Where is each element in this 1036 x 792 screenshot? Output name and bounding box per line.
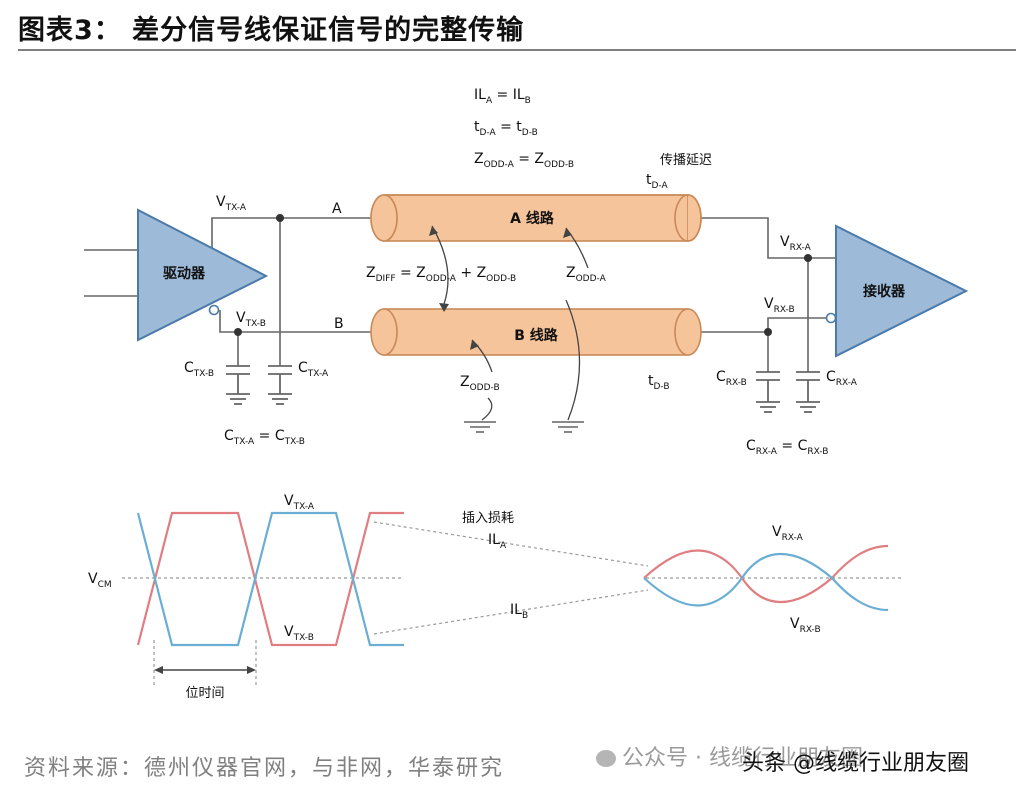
vtx-a-wave-label: VTX-A bbox=[284, 493, 315, 512]
vcm-label: VCM bbox=[88, 571, 112, 590]
vrx-a-wave-label: VRX-A bbox=[772, 524, 804, 543]
vtx-b-waveform bbox=[136, 511, 404, 647]
ctx-b-label: CTX-B bbox=[184, 360, 214, 379]
bit-time-label: 位时间 bbox=[185, 686, 224, 701]
figure-title: 图表3： 差分信号线保证信号的完整传输 bbox=[18, 15, 525, 46]
ctx-a-label: CTX-A bbox=[298, 360, 329, 379]
circuit-nodes bbox=[234, 214, 812, 336]
eq-il: ILA = ILB bbox=[474, 87, 531, 106]
cable-b bbox=[370, 308, 702, 356]
vrx-a-label: VRX-A bbox=[780, 234, 812, 253]
receiver-label: 接收器 bbox=[863, 283, 906, 300]
toutiao-watermark: 头条 @线缆行业朋友圈 bbox=[742, 751, 969, 776]
bit-time-arrow bbox=[154, 666, 256, 674]
driver-label: 驱动器 bbox=[163, 265, 206, 282]
circuit-wires bbox=[84, 217, 838, 372]
cable-b-label: B 线路 bbox=[514, 327, 559, 344]
insertion-loss-label: 插入损耗 bbox=[462, 511, 514, 526]
zdiff-label: ZDIFF = ZODD-A + ZODD-B bbox=[366, 265, 516, 284]
td-a-label: tD-A bbox=[646, 172, 668, 191]
crx-eq-label: CRX-A = CRX-B bbox=[746, 438, 828, 457]
dashed-guides bbox=[122, 521, 904, 688]
vtx-a-label: VTX-A bbox=[216, 194, 247, 213]
crx-a-label: CRX-A bbox=[826, 369, 858, 388]
crx-b-label: CRX-B bbox=[716, 369, 747, 388]
zodd-a-label: ZODD-A bbox=[566, 265, 607, 284]
eq-zodd: ZODD-A = ZODD-B bbox=[474, 151, 574, 170]
eq-td: tD-A = tD-B bbox=[474, 119, 538, 138]
vrx-b-waveform bbox=[643, 552, 889, 612]
zodd-b-label: ZODD-B bbox=[460, 374, 500, 393]
vrx-a-waveform bbox=[643, 544, 889, 604]
vrx-b-label: VRX-B bbox=[764, 296, 795, 315]
vtx-b-label: VTX-B bbox=[236, 310, 266, 329]
ctx-eq-label: CTX-A = CTX-B bbox=[224, 428, 305, 447]
driver-triangle bbox=[137, 208, 269, 342]
node-a-label: A bbox=[332, 201, 342, 217]
driver-invert-bubble bbox=[208, 304, 220, 316]
il-b-label: ILB bbox=[510, 602, 528, 621]
source-note: 资料来源：德州仪器官网，与非网，华泰研究 bbox=[24, 756, 505, 781]
td-b-label: tD-B bbox=[648, 373, 670, 392]
receiver-invert-bubble bbox=[825, 312, 837, 324]
il-a-label: ILA bbox=[488, 532, 507, 551]
wechat-watermark-text: 公众号 · 线缆行业朋友圈 bbox=[622, 746, 863, 771]
receiver-triangle bbox=[835, 224, 969, 358]
cable-a-label: A 线路 bbox=[510, 210, 555, 227]
wechat-watermark: 公众号 · 线缆行业朋友圈 bbox=[596, 740, 863, 772]
node-b-label: B bbox=[334, 316, 344, 332]
capacitors bbox=[226, 365, 820, 413]
prop-delay-label: 传播延迟 bbox=[660, 153, 712, 168]
vrx-b-wave-label: VRX-B bbox=[790, 616, 821, 635]
pointer-arrowheads bbox=[429, 226, 572, 350]
vtx-b-wave-label: VTX-B bbox=[284, 624, 314, 643]
wechat-icon bbox=[596, 750, 616, 767]
title-divider bbox=[18, 49, 1016, 51]
vtx-a-waveform bbox=[136, 511, 404, 647]
